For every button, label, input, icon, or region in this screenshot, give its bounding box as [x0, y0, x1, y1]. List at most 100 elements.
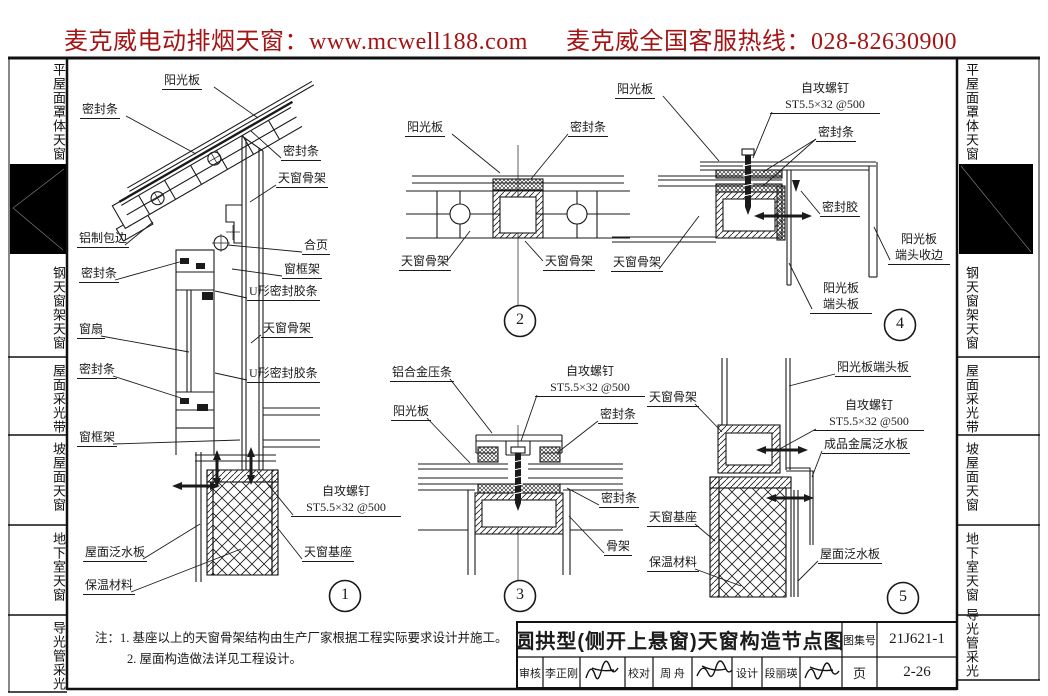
- callout-seal-strip: 密封条: [80, 102, 121, 119]
- detail-number-2: 2: [516, 311, 524, 328]
- signatures: [585, 660, 840, 680]
- callout-line: 自攻螺钉: [800, 81, 849, 95]
- sidebar-item-steel-frame-skylight: 钢天窗架天窗: [51, 266, 66, 350]
- detail-number-5: 5: [899, 588, 907, 605]
- callout-panel-end-plate: 阳光板端头板: [835, 360, 912, 377]
- callout-line: ST5.5×32 @500: [770, 97, 880, 115]
- reviewer-name: 李正刚: [545, 667, 578, 680]
- checker-signature: [696, 660, 733, 678]
- callout-metal-flashing: 成品金属泛水板: [822, 437, 911, 454]
- callout-line: 端头板: [810, 297, 872, 315]
- callout-window-frame: 窗框架: [282, 262, 323, 279]
- sidebar-item-steel-frame-skylight: 钢天窗架天窗: [964, 266, 979, 350]
- detail-number-1: 1: [341, 586, 349, 603]
- callout-aluminum-batten: 铝合金压条: [390, 365, 455, 382]
- header-right-text: 麦克威全国客服热线：028-82630900: [566, 29, 957, 55]
- detail-number-3: 3: [516, 586, 524, 603]
- detail-number-4: 4: [896, 315, 904, 332]
- callout-seal-strip: 密封条: [281, 144, 322, 161]
- sidebar-item-basement-skylight: 地下室天窗: [51, 532, 66, 602]
- detail-4-drawing: [612, 148, 878, 286]
- callout-line: ST5.5×32 @500: [814, 414, 924, 432]
- callout-u-seal: U形密封胶条: [247, 366, 320, 383]
- designer-signature: [804, 662, 840, 680]
- checker-name: 周 舟: [660, 667, 685, 680]
- callout-line: 端头收边: [888, 248, 950, 266]
- callout-line: 自攻螺钉: [321, 484, 370, 498]
- sidebar-item-light-tube: 导光管采光: [964, 608, 979, 678]
- sidebar-item-basement-skylight: 地下室天窗: [964, 532, 979, 602]
- callout-sunlight-panel: 阳光板: [391, 404, 432, 421]
- atlas-number: 21J621-1: [889, 631, 945, 647]
- sidebar-item-light-tube: 导光管采光: [51, 621, 66, 691]
- callout-line: 阳光板: [822, 281, 859, 295]
- page-number: 2-26: [903, 664, 931, 680]
- title-block-grid: [516, 621, 958, 689]
- callout-line: ST5.5×32 @500: [535, 380, 645, 398]
- callout-seal-strip: 密封条: [568, 120, 609, 137]
- designer-name: 段丽瑛: [764, 667, 798, 680]
- sidebar-item-sloped-roof-skylight: 坡屋面天窗: [964, 442, 979, 512]
- callout-seal-strip: 密封条: [77, 362, 118, 379]
- reviewer-signature: [585, 660, 619, 680]
- detail-5-drawing: [709, 358, 814, 598]
- callout-seal-strip: 密封条: [598, 407, 639, 424]
- callout-aluminum-edge: 铝制包边: [77, 231, 130, 248]
- notes-text-1: 1. 基座以上的天窗骨架结构由生产厂家根据工程实际要求设计并施工。: [120, 631, 508, 645]
- callout-skylight-frame: 天窗骨架: [399, 254, 452, 271]
- callout-sunlight-panel: 阳光板: [405, 120, 446, 137]
- callout-line: 阳光板: [900, 232, 937, 246]
- callout-self-tapping-screw: 自攻螺钉 ST5.5×32 @500: [535, 364, 645, 398]
- sidebar-item-flat-roof-cover-skylight: 平屋面罩体天窗: [964, 63, 979, 161]
- callout-skylight-frame: 天窗骨架: [647, 390, 700, 407]
- callout-skylight-frame: 天窗骨架: [276, 171, 329, 188]
- callout-sealant: 密封胶: [820, 200, 861, 217]
- detail-1-drawing: [111, 80, 320, 582]
- callout-self-tapping-screw: 自攻螺钉 ST5.5×32 @500: [814, 398, 924, 432]
- callout-u-seal: U形密封胶条: [247, 284, 320, 301]
- callout-window-sash: 窗扇: [77, 322, 106, 339]
- atlas-number-label: 图集号: [843, 634, 876, 647]
- callout-sunlight-panel: 阳光板: [162, 73, 203, 90]
- callout-skylight-frame: 天窗骨架: [611, 255, 664, 272]
- detail-3-drawing: [418, 425, 623, 585]
- callout-skylight-frame: 天窗骨架: [261, 321, 314, 338]
- sidebar-item-roof-lighting-band: 屋面采光带: [964, 364, 979, 434]
- detail-2-drawing: [406, 145, 630, 333]
- reviewer-label: 审核: [519, 667, 541, 680]
- callout-insulation: 保温材料: [83, 578, 136, 595]
- callout-frame: 骨架: [604, 539, 633, 556]
- designer-label: 设计: [736, 667, 758, 680]
- notes-prefix: 注：: [95, 631, 121, 645]
- callout-line: 自攻螺钉: [844, 398, 893, 412]
- drawing-title: 圆拱型(侧开上悬窗)天窗构造节点图: [517, 631, 842, 653]
- sidebar-item-roof-lighting-band: 屋面采光带: [51, 364, 66, 434]
- sidebar-item-sloped-roof-skylight: 坡屋面天窗: [51, 442, 66, 512]
- callout-self-tapping-screw: 自攻螺钉 ST5.5×32 @500: [770, 81, 880, 115]
- callout-skylight-base: 天窗基座: [302, 545, 355, 562]
- callout-sunlight-panel: 阳光板: [615, 82, 656, 99]
- callout-roof-flashing: 屋面泛水板: [818, 547, 883, 564]
- header-left-text: 麦克威电动排烟天窗：www.mcwell188.com: [64, 29, 528, 55]
- callout-skylight-frame: 天窗骨架: [543, 254, 596, 271]
- right-index-tab: [959, 164, 1033, 254]
- callout-panel-end-trim: 阳光板 端头收边: [888, 232, 950, 266]
- notes-line-2: 2. 屋面构造做法详见工程设计。: [127, 652, 303, 666]
- callout-skylight-base: 天窗基座: [647, 510, 700, 527]
- detail-number-circles: [328, 304, 920, 615]
- sidebar-item-flat-roof-cover-skylight: 平屋面罩体天窗: [51, 63, 66, 161]
- callout-line: ST5.5×32 @500: [291, 500, 401, 518]
- callout-seal-strip: 密封条: [599, 491, 640, 508]
- callout-hinge: 合页: [302, 238, 331, 255]
- callout-insulation: 保温材料: [647, 555, 700, 572]
- callout-roof-flashing: 屋面泛水板: [83, 545, 148, 562]
- page-label: 页: [852, 666, 866, 681]
- leader-lines: [100, 86, 891, 593]
- callout-self-tapping-screw: 自攻螺钉 ST5.5×32 @500: [291, 484, 401, 518]
- callout-line: 自攻螺钉: [565, 364, 614, 378]
- callout-seal-strip: 密封条: [79, 266, 120, 283]
- callout-seal-strip: 密封条: [816, 125, 857, 142]
- left-index-tab: [10, 164, 66, 254]
- callout-window-frame: 窗框架: [77, 430, 118, 447]
